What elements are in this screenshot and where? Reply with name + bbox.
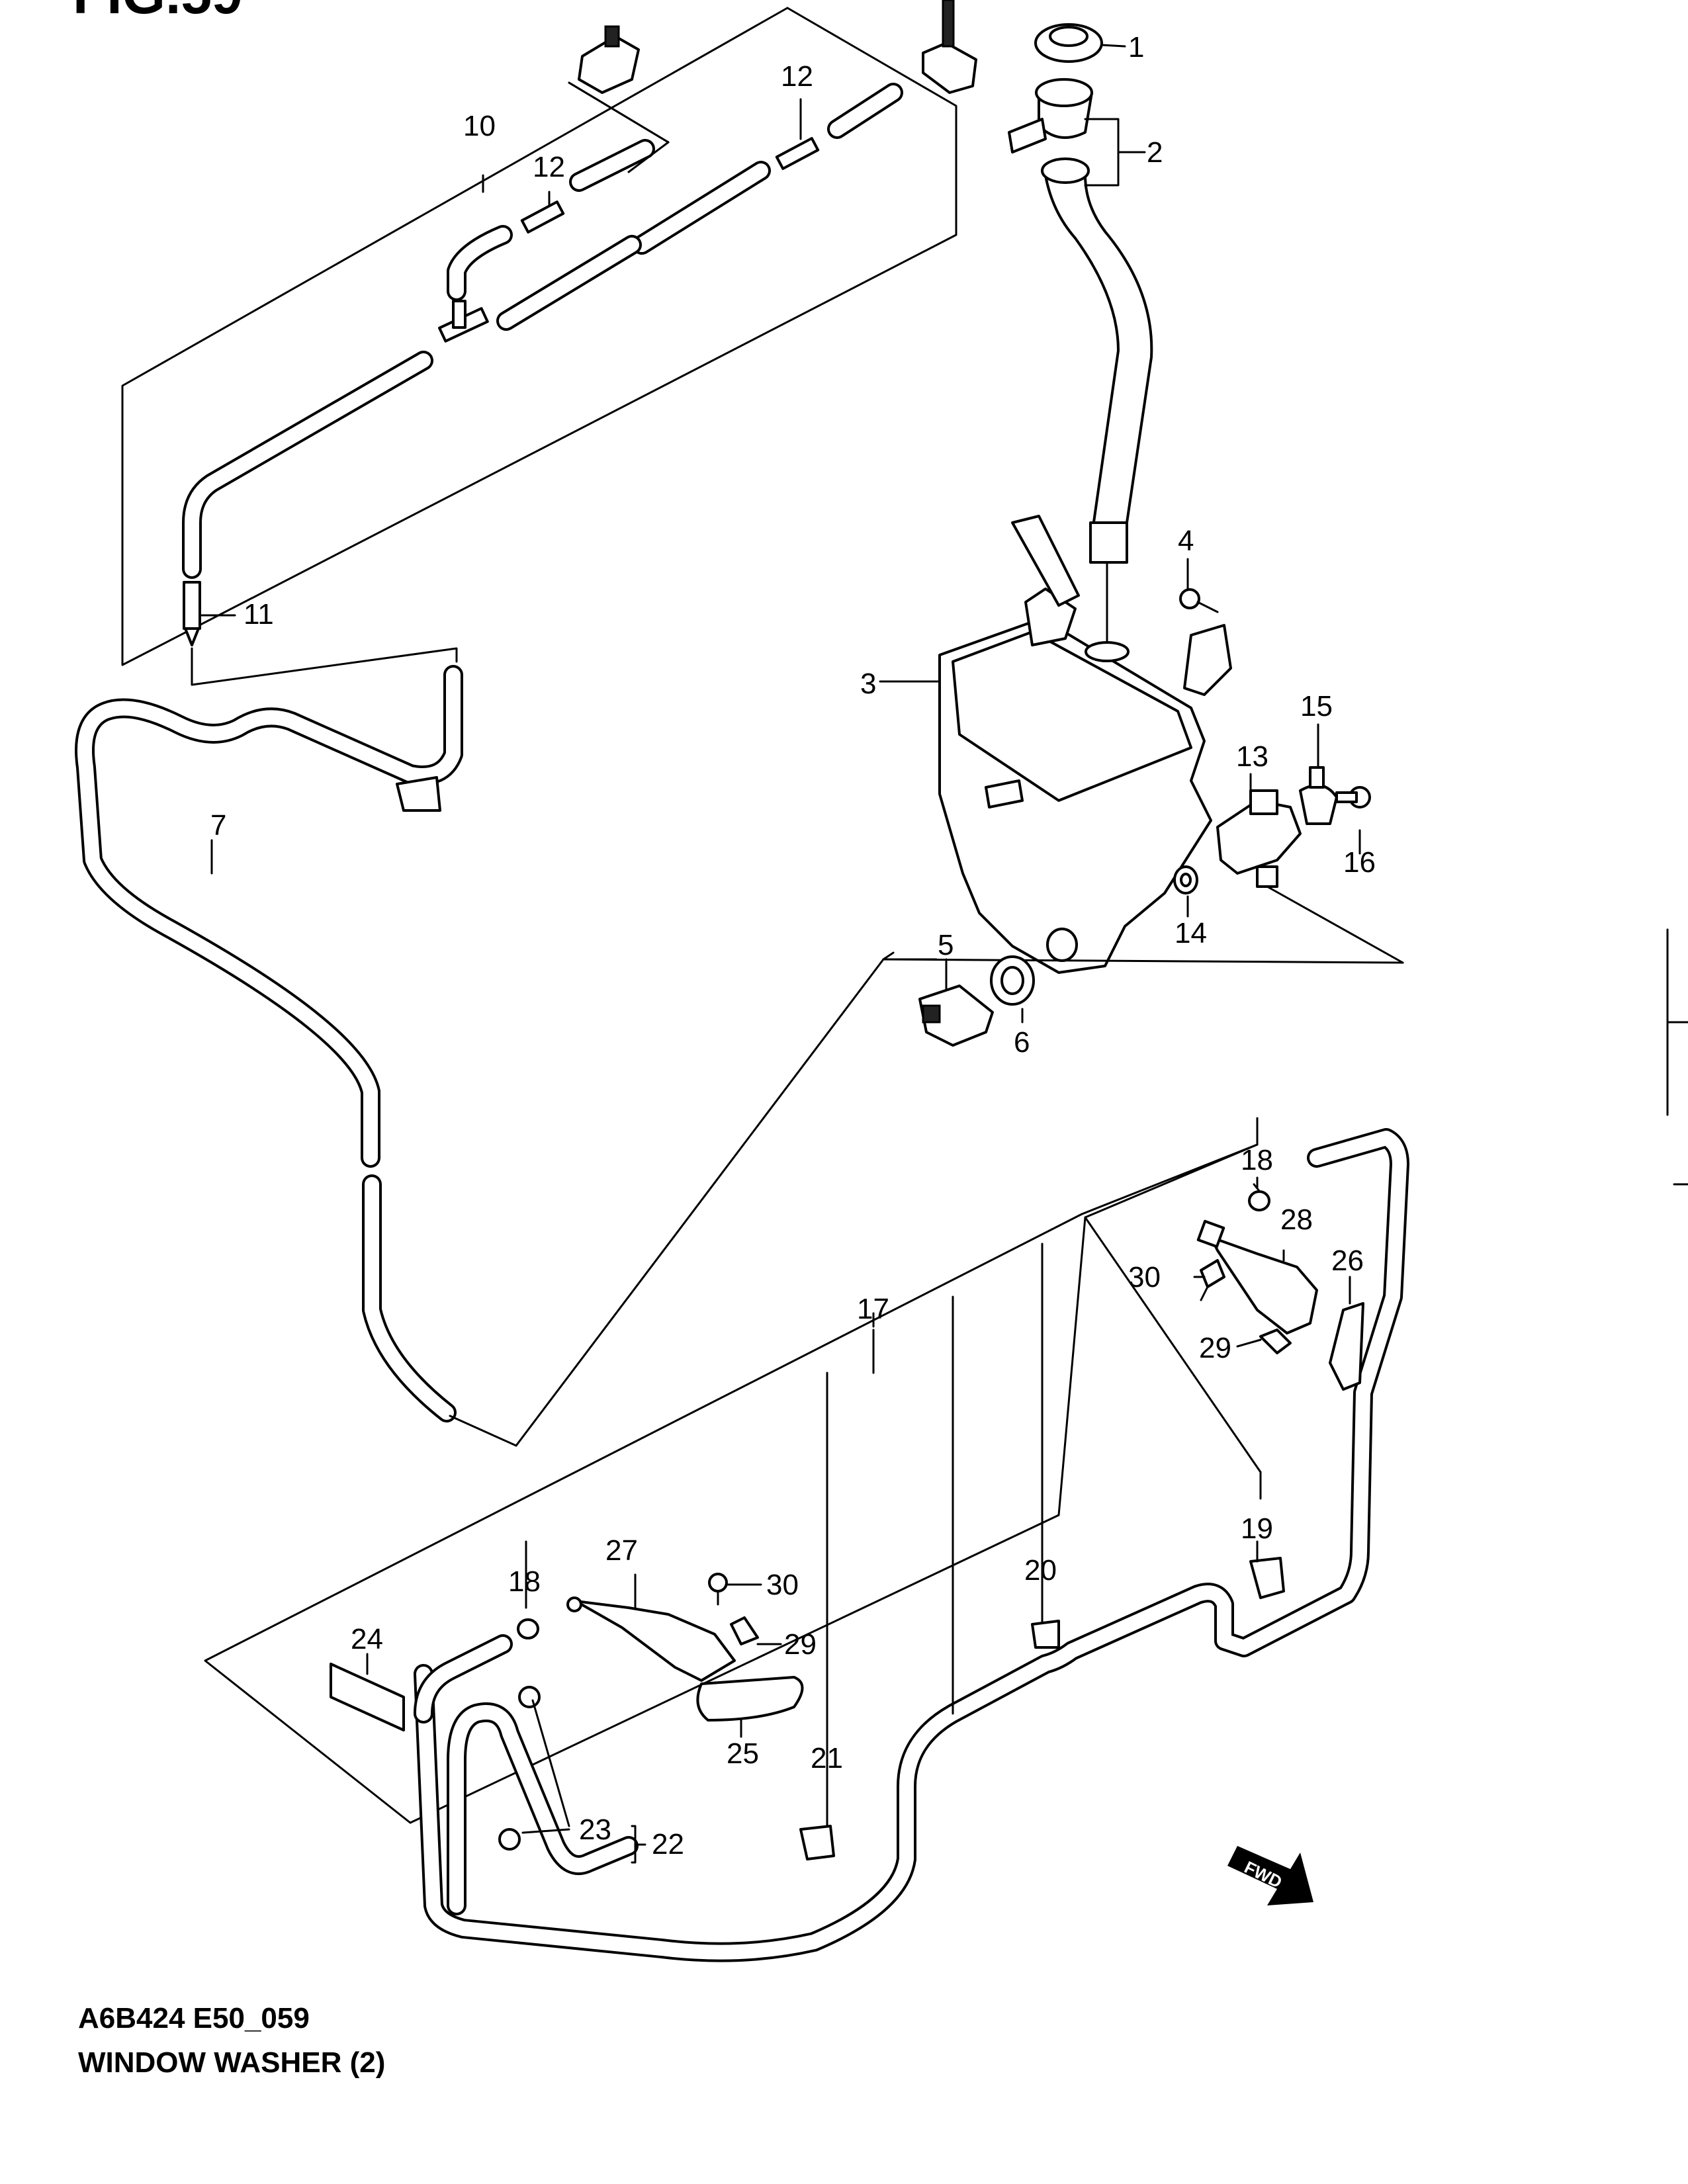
screw-30-upper [1200, 1259, 1225, 1301]
tee-joint [438, 300, 489, 343]
callout-24: 24 [351, 1623, 383, 1655]
pump-5 [918, 984, 994, 1047]
assembly-outline [121, 7, 957, 666]
callout-17: 17 [857, 1293, 889, 1325]
callout-10: 10 [463, 110, 496, 142]
bolt-16 [1335, 786, 1371, 808]
callout-15: 15 [1300, 690, 1333, 722]
headlamp-washer-hose-17 [204, 951, 1409, 1962]
callout-1: 1 [1128, 31, 1144, 64]
callout-20: 20 [1024, 1554, 1057, 1587]
diagram-title: WINDOW WASHER (2) [78, 2046, 385, 2079]
check-valve-11 [183, 581, 201, 646]
callout-27: 27 [605, 1534, 638, 1567]
hose-clip [396, 776, 441, 812]
clamp-20 [1031, 1620, 1060, 1649]
callout-3: 3 [860, 668, 876, 700]
nozzle-top-left [578, 25, 640, 94]
bracket-15 [1299, 766, 1338, 825]
cover-26 [1329, 1302, 1364, 1391]
grommet-14 [1173, 865, 1198, 895]
cover-25 [696, 1676, 804, 1722]
nozzle-top-right [922, 0, 977, 94]
screw-30-lower [708, 1573, 728, 1606]
callout-7: 7 [210, 809, 226, 842]
joint-12-upper [775, 137, 820, 170]
filler-neck-assembly [1008, 23, 1153, 653]
figure-heading: FIG.59 [73, 0, 243, 25]
rear-hose-assembly-group [121, 0, 977, 666]
callout-leaders [200, 44, 1361, 1864]
forward-direction-arrow: FWD [1227, 1846, 1313, 1905]
clamp-19 [1249, 1557, 1285, 1599]
screw-4 [1179, 588, 1219, 613]
washer-nozzle-28 [1196, 1219, 1318, 1334]
callout-13: 13 [1236, 740, 1268, 773]
washer-pump-13 [882, 789, 1404, 964]
callout-11: 11 [244, 598, 274, 631]
callout-30a: 30 [1128, 1261, 1161, 1293]
filler-cap-1 [1034, 23, 1103, 63]
callout-19: 19 [1241, 1512, 1273, 1545]
callout-14: 14 [1175, 917, 1207, 949]
filler-inlet-2 [1008, 78, 1093, 153]
callout-18a: 18 [1241, 1144, 1273, 1176]
callout-2: 2 [1147, 136, 1163, 169]
callout-6: 6 [1014, 1026, 1030, 1059]
joint-12-lower [520, 200, 565, 234]
callout-5: 5 [938, 929, 954, 961]
clips-23 [498, 1686, 541, 1851]
callout-22: 22 [652, 1828, 684, 1860]
clip-18-lower [517, 1618, 539, 1639]
grommet-6 [990, 955, 1035, 1006]
filler-tube [1044, 174, 1153, 537]
callout-4: 4 [1178, 525, 1194, 557]
callout-16: 16 [1343, 846, 1376, 879]
diagram-code: A6B424 E50_059 [78, 2002, 310, 2034]
callout-29a: 29 [1199, 1332, 1231, 1364]
hose-7 [75, 647, 938, 1447]
washer-nozzle-27 [566, 1596, 736, 1682]
callout-30b: 30 [766, 1569, 799, 1601]
callout-29b: 29 [784, 1628, 817, 1661]
nut-29-lower [730, 1616, 759, 1645]
washer-tank-3 [938, 515, 1232, 974]
callout-21: 21 [811, 1742, 843, 1774]
callout-23: 23 [579, 1813, 611, 1846]
label-24 [330, 1663, 405, 1731]
callout-25: 25 [727, 1737, 759, 1770]
callout-18b: 18 [508, 1565, 541, 1598]
clamp-21 [799, 1825, 835, 1860]
callout-12b: 12 [533, 151, 565, 183]
callout-numbers: 1 2 3 4 5 6 7 10 11 12 12 13 14 15 16 17… [210, 31, 1376, 1860]
callout-12a: 12 [781, 60, 813, 93]
clip-18-upper [1248, 1183, 1270, 1211]
nut-29-upper [1259, 1329, 1292, 1354]
callout-28: 28 [1280, 1203, 1313, 1236]
callout-26: 26 [1331, 1245, 1364, 1277]
